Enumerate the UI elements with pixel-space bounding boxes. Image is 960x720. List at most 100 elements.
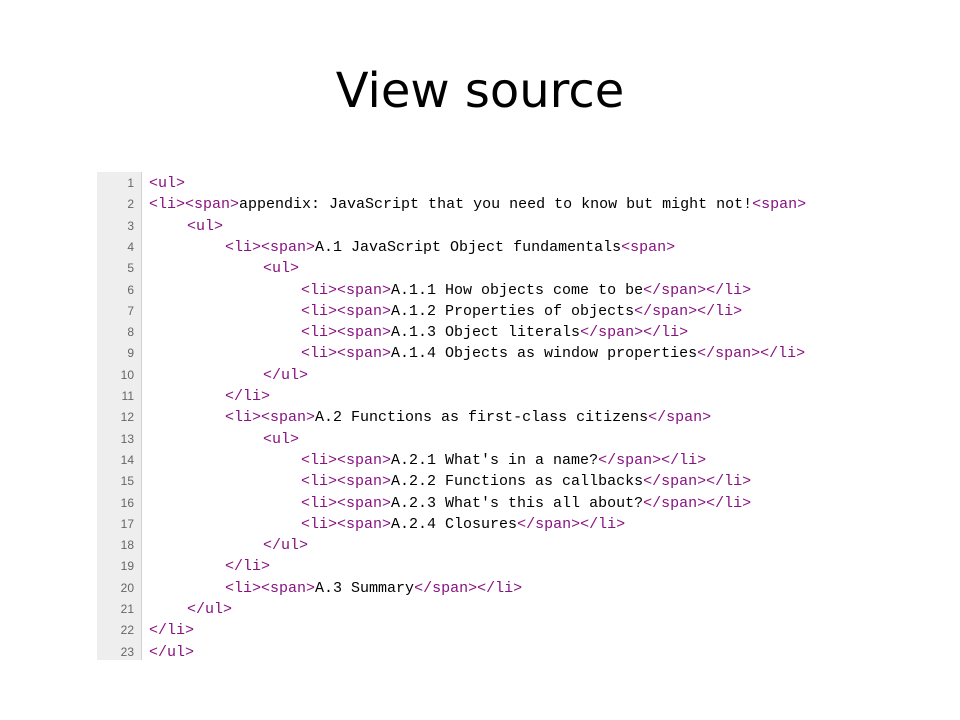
text-token: A.2.1 What's in a name? [391, 451, 599, 469]
code-line: <ul> [263, 429, 299, 450]
line-number: 1 [127, 176, 134, 190]
line-number: 20 [120, 580, 134, 595]
html-tag-token: </li> [760, 345, 806, 363]
html-tag-token: <li> [301, 494, 338, 512]
text-token: A.2.4 Closures [391, 515, 518, 533]
html-tag-token: </li> [225, 558, 271, 576]
text-token: A.3 Summary [315, 579, 415, 597]
code-line: <li><span>A.1 JavaScript Object fundamen… [225, 237, 675, 258]
html-tag-token: <li> [301, 515, 338, 533]
text-token: A.1.2 Properties of objects [391, 302, 635, 320]
html-tag-token: <li> [149, 196, 186, 214]
html-tag-token: <li> [301, 473, 338, 491]
code-line: </li> [225, 556, 270, 577]
text-token: A.1.3 Object literals [391, 324, 581, 342]
html-tag-token: <span> [621, 238, 676, 256]
html-tag-token: <span> [337, 473, 392, 491]
line-number: 23 [120, 644, 134, 659]
line-number: 9 [127, 346, 134, 361]
html-tag-token: </li> [149, 622, 195, 640]
html-tag-token: </li> [643, 324, 689, 342]
html-tag-token: <span> [752, 196, 807, 214]
code-line: </ul> [263, 365, 308, 386]
html-tag-token: <span> [185, 196, 240, 214]
html-tag-token: </li> [706, 494, 752, 512]
html-tag-token: </li> [477, 579, 523, 597]
html-tag-token: <span> [337, 451, 392, 469]
text-token: A.1.1 How objects come to be [391, 281, 644, 299]
line-number: 17 [120, 516, 134, 531]
text-token: A.2.2 Functions as callbacks [391, 473, 644, 491]
html-tag-token: <span> [261, 579, 316, 597]
html-tag-token: </span> [634, 302, 698, 320]
code-line: <li><span>A.1.1 How objects come to be</… [301, 280, 751, 301]
line-number: 15 [120, 474, 134, 489]
html-tag-token: <span> [337, 324, 392, 342]
html-tag-token: <li> [225, 579, 262, 597]
code-line: </ul> [149, 642, 194, 663]
html-tag-token: </li> [697, 302, 743, 320]
code-line: <ul> [187, 216, 223, 237]
html-tag-token: </li> [661, 451, 707, 469]
html-tag-token: <span> [261, 238, 316, 256]
html-tag-token: </li> [706, 281, 752, 299]
slide-title: View source [335, 63, 625, 119]
text-token: A.2 Functions as first-class citizens [315, 409, 649, 427]
code-line: <li><span>A.2 Functions as first-class c… [225, 407, 711, 428]
code-line: </li> [225, 386, 270, 407]
text-token: A.1.4 Objects as window properties [391, 345, 698, 363]
html-tag-token: <ul> [263, 430, 300, 448]
line-number: 5 [127, 261, 134, 276]
line-number: 2 [127, 197, 134, 212]
line-number: 11 [121, 389, 134, 403]
text-token: A.1 JavaScript Object fundamentals [315, 238, 622, 256]
html-tag-token: </ul> [149, 643, 195, 661]
html-tag-token: </ul> [263, 366, 309, 384]
html-tag-token: </li> [225, 388, 271, 405]
line-number: 3 [127, 218, 134, 233]
line-number: 6 [127, 282, 134, 297]
html-tag-token: <span> [337, 515, 392, 533]
html-tag-token: </li> [580, 515, 626, 533]
line-number: 19 [120, 559, 134, 574]
html-tag-token: </span> [643, 281, 707, 299]
html-tag-token: </ul> [263, 537, 309, 555]
code-line: <li><span>A.2.4 Closures</span></li> [301, 514, 625, 535]
html-tag-token: </ul> [187, 601, 233, 618]
html-tag-token: <span> [337, 345, 392, 363]
code-line: <li><span>A.3 Summary</span></li> [225, 578, 522, 599]
code-line: <li><span>A.1.4 Objects as window proper… [301, 343, 805, 364]
text-token: A.2.3 What's this all about? [391, 494, 644, 512]
html-tag-token: <li> [301, 345, 338, 363]
html-tag-token: <ul> [263, 260, 300, 278]
html-tag-token: <ul> [149, 175, 186, 192]
code-line: </ul> [187, 599, 232, 620]
line-number: 18 [120, 538, 134, 553]
text-token: appendix: JavaScript that you need to kn… [239, 196, 753, 214]
code-line: <li><span>appendix: JavaScript that you … [149, 194, 806, 215]
code-line: <li><span>A.2.1 What's in a name?</span>… [301, 450, 706, 471]
line-number: 12 [120, 410, 134, 425]
code-line: <li><span>A.2.2 Functions as callbacks</… [301, 471, 751, 492]
code-line: <ul> [263, 258, 299, 279]
code-line: <li><span>A.1.3 Object literals</span></… [301, 322, 688, 343]
html-tag-token: <span> [261, 409, 316, 427]
html-tag-token: <li> [225, 409, 262, 427]
code-line: <li><span>A.1.2 Properties of objects</s… [301, 301, 742, 322]
html-tag-token: </span> [643, 494, 707, 512]
html-tag-token: <li> [301, 302, 338, 320]
html-tag-token: <li> [225, 238, 262, 256]
line-number: 4 [127, 239, 134, 254]
line-number: 8 [127, 325, 134, 340]
html-tag-token: <li> [301, 281, 338, 299]
code-line: </ul> [263, 535, 308, 556]
html-tag-token: </span> [414, 579, 478, 597]
line-number: 16 [120, 495, 134, 510]
html-tag-token: </span> [648, 409, 712, 427]
line-number: 13 [120, 431, 134, 446]
html-tag-token: </span> [598, 451, 662, 469]
html-tag-token: </span> [517, 515, 581, 533]
html-tag-token: <span> [337, 302, 392, 320]
